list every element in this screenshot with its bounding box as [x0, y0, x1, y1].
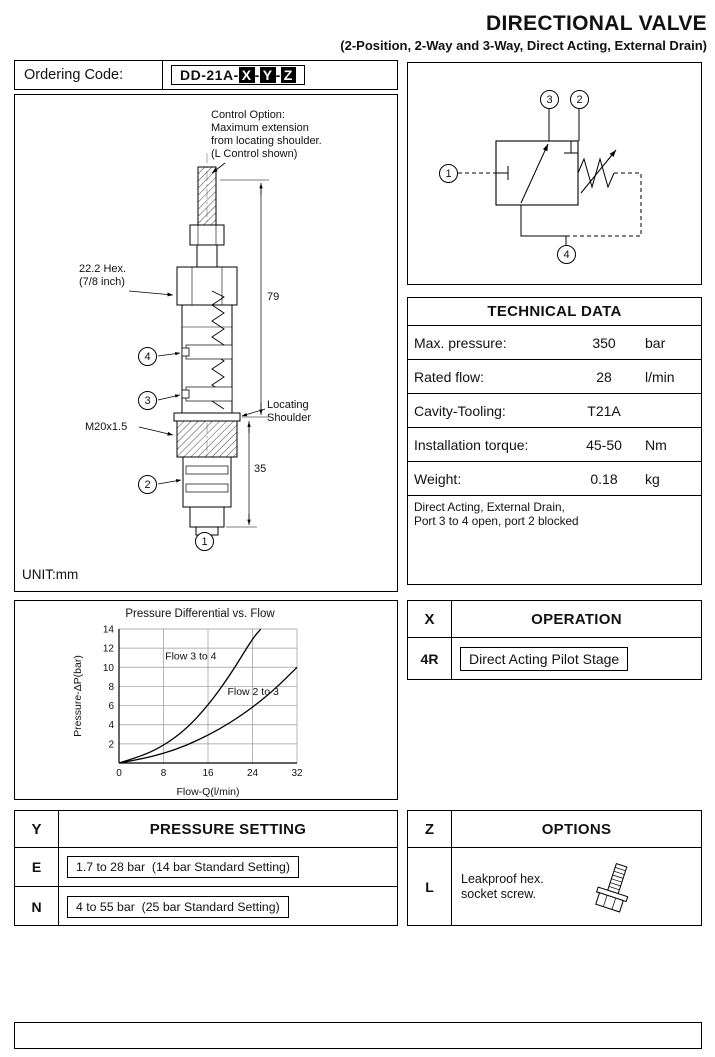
svg-text:Flow 2 to 3: Flow 2 to 3: [227, 686, 279, 698]
spec-value: T21A: [587, 402, 621, 419]
ordering-code-dash2: -: [275, 67, 281, 83]
page-subtitle: (2-Position, 2-Way and 3-Way, Direct Act…: [340, 38, 707, 53]
svg-text:Flow-Q(l/min): Flow-Q(l/min): [177, 786, 240, 798]
schematic-port-4: 4: [557, 245, 576, 264]
spec-value: 0.18: [590, 470, 618, 487]
pressure-setting-table: Y PRESSURE SETTING E 1.7 to 28 bar (14 b…: [14, 810, 398, 926]
spec-value: 28: [596, 368, 612, 385]
table-row: Rated flow: 28 l/min: [408, 360, 701, 394]
spec-label: Cavity-Tooling:: [414, 402, 506, 419]
pressure-row-code: E: [15, 848, 59, 886]
spec-unit: l/min: [645, 368, 675, 385]
ordering-code-dash1: -: [254, 67, 260, 83]
port-4-callout: 4: [138, 347, 157, 366]
valve-drawing-panel: Control Option: Maximum extension from l…: [14, 94, 398, 592]
port-2-callout: 2: [138, 475, 157, 494]
options-row-desc: Leakproof hex. socket screw.: [461, 872, 544, 901]
svg-text:16: 16: [202, 768, 214, 779]
table-row: N 4 to 55 bar (25 bar Standard Setting): [15, 887, 397, 926]
hex-size-note: 22.2 Hex. (7/8 inch): [79, 263, 127, 288]
svg-text:Flow 3 to 4: Flow 3 to 4: [165, 651, 217, 663]
page-title: DIRECTIONAL VALVE: [486, 12, 707, 35]
control-option-note: Control Option: Maximum extension from l…: [211, 109, 322, 160]
spec-label: Max. pressure:: [414, 334, 507, 351]
svg-text:6: 6: [108, 701, 114, 712]
svg-text:14: 14: [103, 625, 115, 636]
operation-title: OPERATION: [531, 610, 622, 628]
pressure-setting-title: PRESSURE SETTING: [149, 820, 307, 838]
hex-socket-screw-icon: [594, 862, 629, 913]
svg-text:12: 12: [103, 644, 115, 655]
operation-table: X OPERATION 4R Direct Acting Pilot Stage: [407, 600, 702, 680]
ordering-code-x: X: [238, 67, 255, 83]
schematic-panel: 3 2 1 4: [407, 62, 702, 285]
spec-label: Rated flow:: [414, 368, 485, 385]
ordering-code-y: Y: [259, 67, 276, 83]
pressure-setting-code-letter: Y: [15, 811, 59, 847]
schematic-port-3: 3: [540, 90, 559, 109]
table-row: 4R Direct Acting Pilot Stage: [408, 638, 701, 680]
options-table: Z OPTIONS L Leakproof hex. socket screw.: [407, 810, 702, 926]
options-code-letter: Z: [408, 811, 452, 847]
spec-value: 350: [592, 334, 616, 351]
ordering-code-z: Z: [280, 67, 296, 83]
spec-unit: Nm: [645, 436, 667, 453]
pressure-row-code: N: [15, 887, 59, 926]
svg-text:Pressure-ΔP(bar): Pressure-ΔP(bar): [72, 655, 84, 737]
port-1-callout: 1: [195, 532, 214, 551]
operation-row-code: 4R: [408, 638, 452, 680]
table-row: Weight: 0.18 kg: [408, 462, 701, 496]
spec-label: Weight:: [414, 470, 462, 487]
spec-value: 45-50: [586, 436, 622, 453]
operation-row-desc: Direct Acting Pilot Stage: [460, 647, 629, 671]
schematic-port-2: 2: [570, 90, 589, 109]
table-row: E 1.7 to 28 bar (14 bar Standard Setting…: [15, 848, 397, 887]
table-row: Cavity-Tooling: T21A: [408, 394, 701, 428]
technical-data-table: TECHNICAL DATA Max. pressure: 350 bar Ra…: [407, 297, 702, 585]
spec-label: Installation torque:: [414, 436, 529, 453]
svg-text:8: 8: [161, 768, 167, 779]
pressure-row-desc: 4 to 55 bar (25 bar Standard Setting): [67, 895, 289, 918]
spec-unit: bar: [645, 334, 666, 351]
thread-size-label: M20x1.5: [85, 421, 128, 433]
spec-unit: kg: [645, 470, 660, 487]
options-title: OPTIONS: [541, 820, 612, 838]
footer-bar: [14, 1022, 702, 1049]
dimension-35-label: 35: [253, 463, 268, 475]
svg-text:Pressure Differential vs. Flow: Pressure Differential vs. Flow: [125, 608, 275, 620]
svg-text:2: 2: [108, 739, 114, 750]
locating-shoulder-label: Locating Shoulder: [267, 399, 312, 424]
technical-data-note: Direct Acting, External Drain, Port 3 to…: [414, 500, 579, 528]
ordering-code-value: DD-21A-X-Y-Z: [171, 65, 305, 85]
hydraulic-symbol-drawing: [458, 108, 642, 245]
operation-code-letter: X: [408, 601, 452, 637]
table-row: L Leakproof hex. socket screw.: [408, 848, 701, 926]
ordering-code-prefix: DD-21A-: [180, 67, 239, 83]
unit-label: UNIT:mm: [22, 567, 79, 582]
technical-data-title: TECHNICAL DATA: [408, 298, 701, 326]
ordering-code-label: Ordering Code:: [15, 61, 163, 89]
svg-text:0: 0: [116, 768, 122, 779]
table-row: Installation torque: 45-50 Nm: [408, 428, 701, 462]
operation-header: X OPERATION: [408, 601, 701, 638]
port-3-callout: 3: [138, 391, 157, 410]
ordering-code-box: Ordering Code: DD-21A-X-Y-Z: [14, 60, 398, 90]
svg-text:8: 8: [108, 682, 114, 693]
svg-text:4: 4: [108, 720, 114, 731]
table-row: Max. pressure: 350 bar: [408, 326, 701, 360]
valve-cross-section-drawing: [128, 153, 269, 550]
svg-text:10: 10: [103, 663, 115, 674]
options-row-code: L: [408, 848, 452, 926]
dimension-79-label: 79: [266, 291, 281, 303]
svg-text:24: 24: [247, 768, 259, 779]
options-header: Z OPTIONS: [408, 811, 701, 848]
pressure-setting-header: Y PRESSURE SETTING: [15, 811, 397, 848]
pressure-row-desc: 1.7 to 28 bar (14 bar Standard Setting): [67, 856, 299, 878]
schematic-port-1: 1: [439, 164, 458, 183]
svg-text:32: 32: [291, 768, 303, 779]
